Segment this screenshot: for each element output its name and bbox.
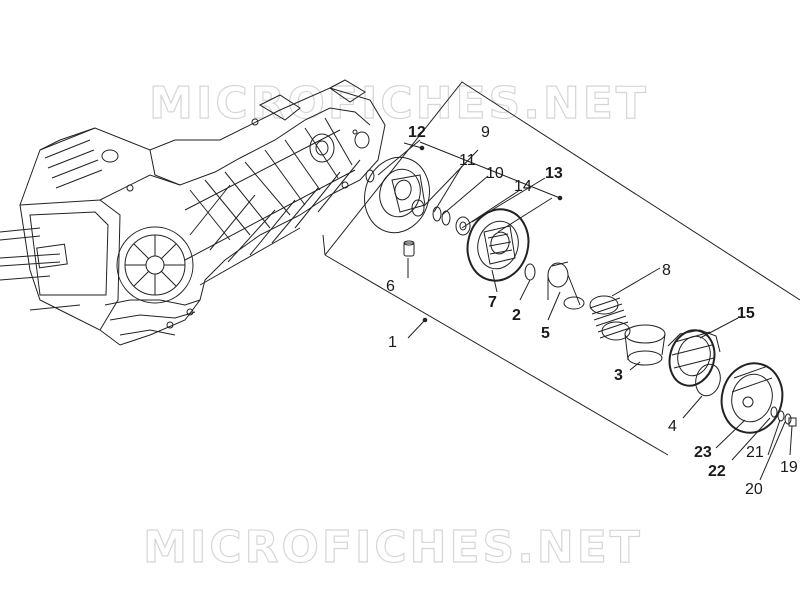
spacer-washer	[365, 169, 375, 183]
callout-4: 4	[668, 418, 677, 435]
callout-19: 19	[780, 459, 798, 476]
leader-lines	[377, 139, 793, 481]
callout-23: 23	[694, 444, 712, 461]
pulley-spring	[589, 295, 631, 341]
callout-10: 10	[486, 165, 504, 182]
callout-12: 12	[408, 124, 426, 141]
callout-15: 15	[737, 305, 755, 322]
bushing-stack	[411, 199, 471, 236]
watermark-bottom: MICROFICHES.NET	[143, 521, 643, 573]
callout-2: 2	[512, 307, 521, 324]
snap-ring	[695, 363, 721, 397]
clutch-bell	[720, 362, 784, 434]
callout-1: 1	[388, 334, 397, 351]
movable-half-pulley	[466, 208, 530, 282]
callout-9: 9	[481, 124, 490, 141]
o-ring	[524, 263, 536, 281]
callout-14: 14	[514, 178, 532, 195]
clutch-assembly	[667, 329, 721, 387]
pulley-bushing	[547, 261, 585, 310]
nut-washer-stack	[770, 406, 797, 427]
callout-20: 20	[745, 481, 763, 498]
callout-11: 11	[459, 152, 476, 169]
callout-7: 7	[488, 294, 497, 311]
callout-8: 8	[662, 262, 671, 279]
callout-labels: 1 2 3 4 5 6 7 8 9 10 11 12 13 14 15 19 2…	[386, 124, 798, 498]
callout-13: 13	[545, 165, 563, 182]
callout-3: 3	[614, 367, 623, 384]
roller-weight	[403, 240, 415, 257]
clutch-sleeve	[624, 324, 666, 366]
callout-21: 21	[746, 444, 764, 461]
callout-6: 6	[386, 278, 395, 295]
callout-22: 22	[708, 463, 726, 480]
assembly-frame	[324, 81, 800, 456]
watermark-top: MICROFICHES.NET	[149, 77, 649, 129]
callout-5: 5	[541, 325, 550, 342]
crankcase-housing	[0, 79, 386, 346]
